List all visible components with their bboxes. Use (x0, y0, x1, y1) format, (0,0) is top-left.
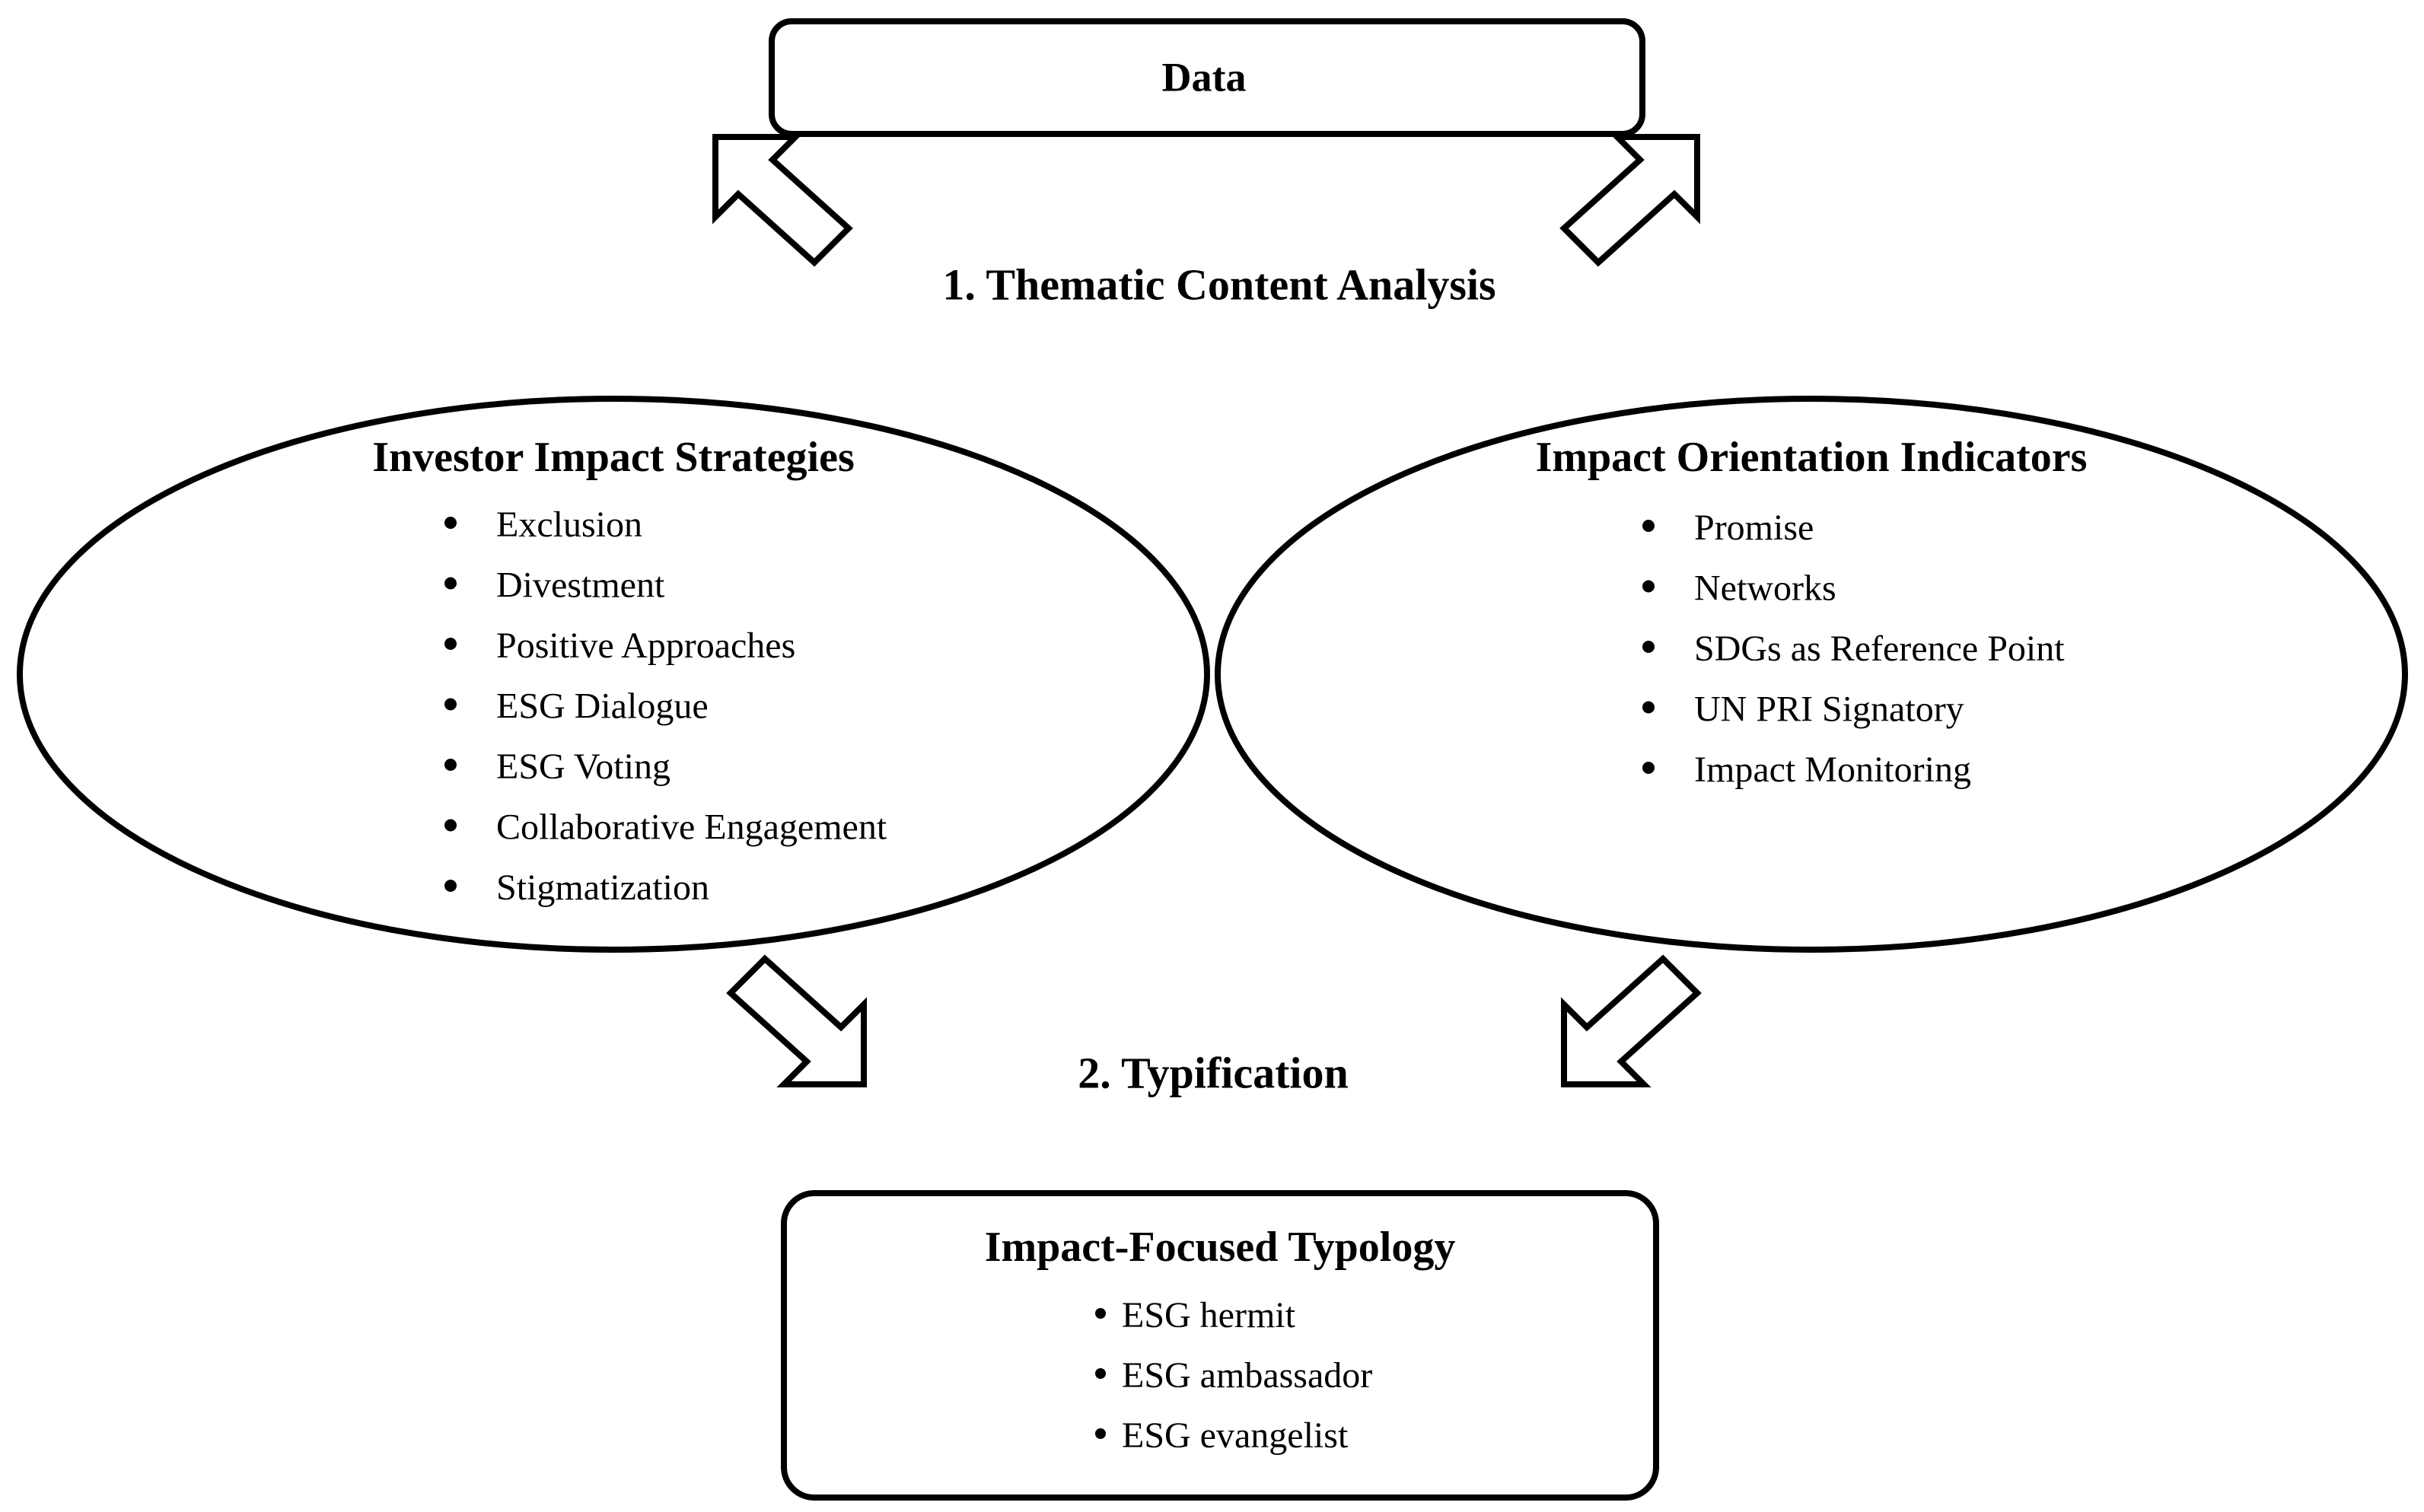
bullet-icon (444, 638, 457, 650)
data-box: Data (769, 18, 1645, 137)
bullet-icon (1642, 580, 1655, 593)
bullet-icon (444, 759, 457, 771)
data-box-frame (769, 18, 1645, 137)
list-item: ESG Voting (496, 746, 671, 787)
bullet-icon (1642, 641, 1655, 653)
data-box-label: Data (1162, 54, 1247, 100)
right-ellipse-shape (1215, 396, 2408, 953)
right-ellipse: Impact Orientation Indicators PromiseNet… (1215, 396, 2408, 953)
list-item: ESG evangelist (1122, 1415, 1349, 1456)
bullet-icon (1642, 701, 1655, 714)
bullet-icon (1642, 520, 1655, 532)
typology-box-title: Impact-Focused Typology (985, 1224, 1456, 1271)
bullet-icon (1095, 1368, 1106, 1379)
bullet-icon (1095, 1308, 1106, 1319)
right-ellipse-title: Impact Orientation Indicators (1536, 434, 2088, 481)
list-item: Exclusion (496, 505, 642, 545)
arrow-data-to-right (1559, 134, 1700, 267)
list-item: ESG Dialogue (496, 686, 709, 727)
step2-label: 2. Typification (1078, 1048, 1349, 1097)
arrow-right-to-typology (1561, 954, 1702, 1087)
bullet-icon (444, 880, 457, 892)
list-item: ESG hermit (1122, 1295, 1296, 1335)
bullet-icon (444, 577, 457, 590)
left-ellipse: Investor Impact Strategies ExclusionDive… (17, 396, 1210, 953)
typology-box-frame (781, 1190, 1659, 1501)
list-item: Collaborative Engagement (496, 807, 887, 848)
bullet-icon (444, 819, 457, 832)
list-item: SDGs as Reference Point (1694, 629, 2065, 669)
list-item: Stigmatization (496, 867, 709, 908)
bullet-icon (1642, 762, 1655, 774)
left-ellipse-shape (17, 396, 1210, 953)
list-item: Networks (1694, 568, 1836, 609)
bullet-icon (1095, 1428, 1106, 1439)
arrow-data-to-left (712, 134, 853, 267)
list-item: ESG ambassador (1122, 1355, 1372, 1396)
list-item: UN PRI Signatory (1694, 689, 1964, 730)
list-item: Promise (1694, 508, 1814, 548)
list-item: Impact Monitoring (1694, 750, 1971, 790)
bullet-icon (444, 517, 457, 529)
left-ellipse-title: Investor Impact Strategies (372, 434, 855, 481)
list-item: Divestment (496, 565, 665, 606)
arrow-left-to-typology (726, 954, 867, 1087)
step1-label: 1. Thematic Content Analysis (942, 259, 1495, 309)
list-item: Positive Approaches (496, 625, 795, 666)
bullet-icon (444, 698, 457, 711)
